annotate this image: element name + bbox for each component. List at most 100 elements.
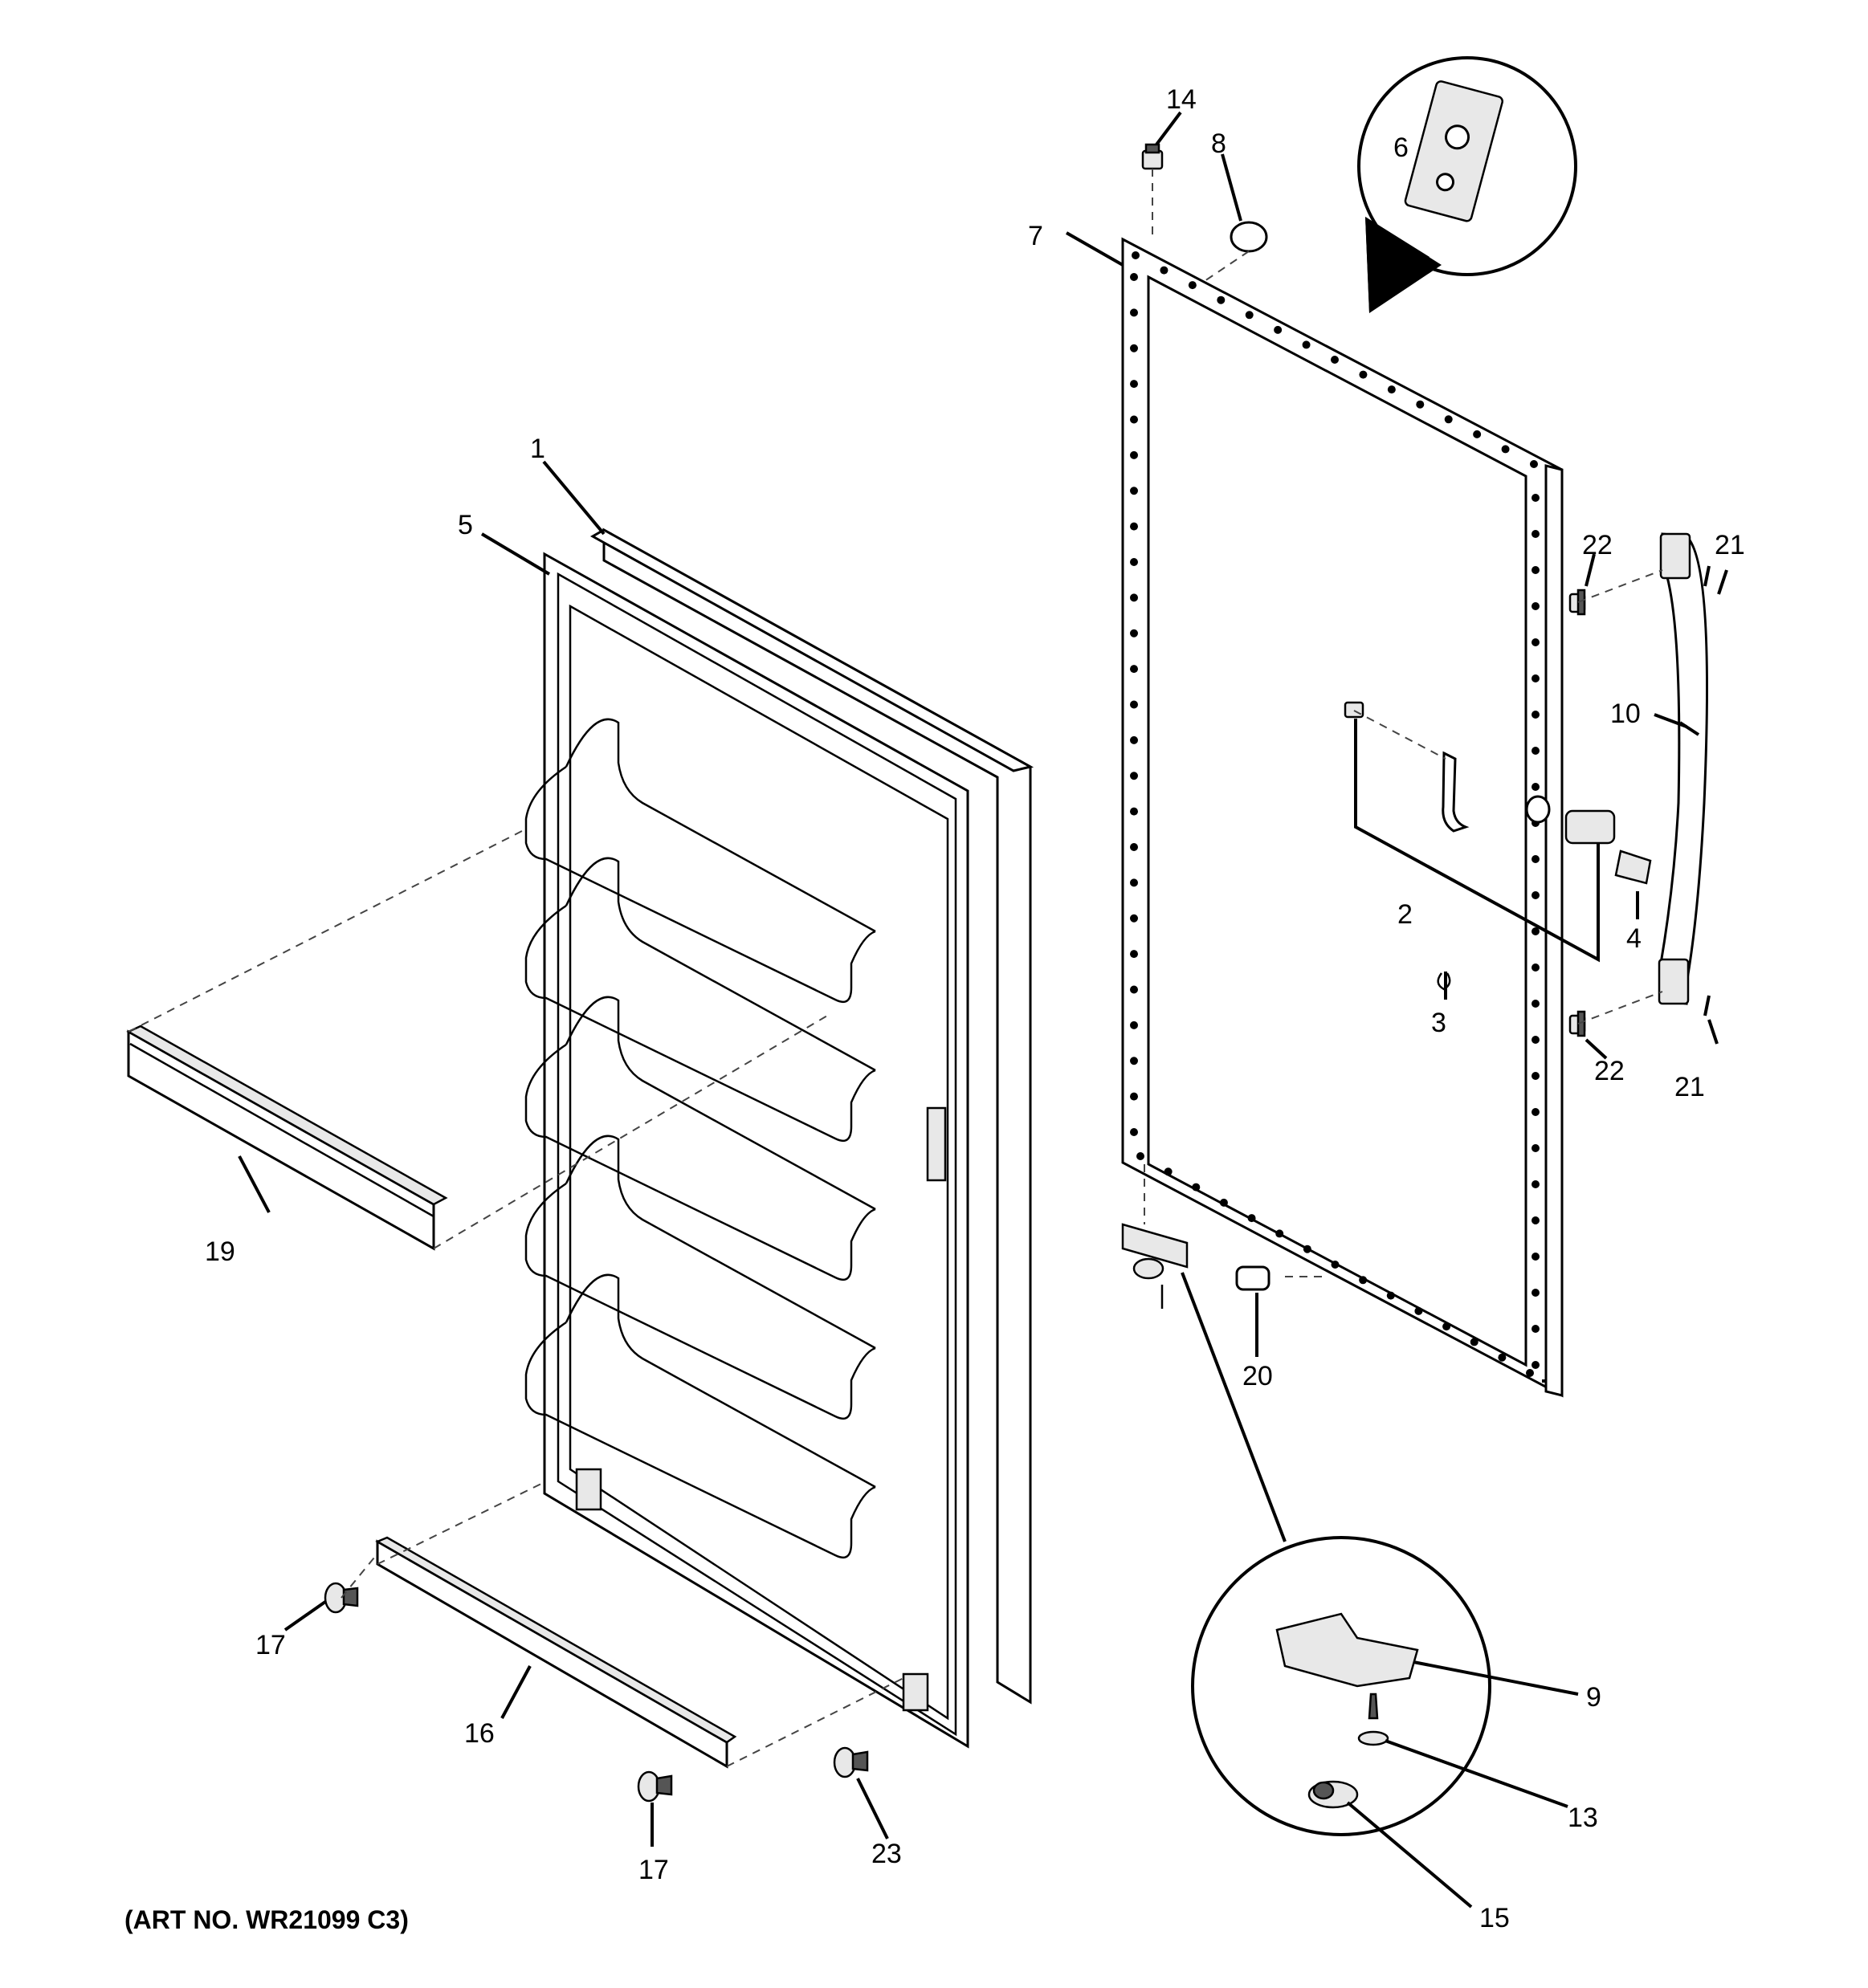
gasket-hole bbox=[1532, 494, 1540, 502]
hinge-bracket-assembly bbox=[1121, 1223, 1189, 1309]
callout-2: 2 bbox=[1397, 899, 1413, 930]
gasket-hole bbox=[1532, 783, 1540, 791]
gasket-hole bbox=[1532, 1072, 1540, 1080]
door-bin bbox=[524, 996, 876, 1281]
gasket-hole bbox=[1444, 415, 1453, 424]
gasket-hole bbox=[1188, 281, 1197, 290]
gasket-hole bbox=[1247, 1214, 1256, 1223]
gasket-hole bbox=[1130, 878, 1138, 887]
plug-button-8 bbox=[1230, 221, 1268, 253]
gasket-hole bbox=[1192, 1183, 1201, 1192]
gasket-hole bbox=[1532, 566, 1540, 574]
detail-circle-hinge-parts bbox=[1191, 1536, 1491, 1836]
gasket-hole bbox=[1331, 356, 1339, 364]
gasket-hole bbox=[1160, 266, 1169, 275]
bottom-rail bbox=[375, 1536, 737, 1769]
gasket-hole bbox=[1532, 1253, 1540, 1261]
door-bin bbox=[524, 718, 876, 1004]
gasket-hole bbox=[1532, 747, 1540, 755]
gasket-hole bbox=[1130, 985, 1138, 994]
door-handle bbox=[1658, 532, 1709, 1005]
door-gasket bbox=[589, 528, 1034, 1705]
gasket-hole bbox=[1130, 344, 1138, 352]
hardware-screw-14 bbox=[1141, 143, 1164, 170]
hinge-bracket-9 bbox=[1275, 1612, 1419, 1688]
lock-assembly bbox=[1344, 701, 1652, 991]
shelf-pin-23 bbox=[833, 1746, 869, 1778]
screw-21-bottom bbox=[1703, 995, 1711, 1016]
shelf-pin-17-left bbox=[324, 1582, 359, 1614]
plug-button-20 bbox=[1235, 1265, 1270, 1291]
callout-4: 4 bbox=[1626, 923, 1642, 954]
callout-1: 1 bbox=[530, 434, 545, 464]
door-gasket-holes bbox=[1130, 251, 1540, 1377]
gasket-hole bbox=[1532, 1325, 1540, 1333]
shelf-pin-17-bottom bbox=[637, 1770, 673, 1803]
gasket-hole bbox=[1130, 522, 1138, 531]
alignment-dashes bbox=[128, 169, 1663, 1767]
gasket-hole bbox=[1532, 1180, 1540, 1188]
inner-door-liner bbox=[524, 552, 969, 1749]
gasket-hole bbox=[1130, 450, 1138, 459]
gasket-hole bbox=[1526, 1369, 1534, 1377]
gasket-hole bbox=[1532, 674, 1540, 682]
gasket-hole bbox=[1386, 1291, 1395, 1300]
gasket-hole bbox=[1130, 1020, 1138, 1029]
gasket-hole bbox=[1130, 415, 1138, 424]
gasket-hole bbox=[1130, 629, 1138, 638]
gasket-hole bbox=[1130, 1057, 1138, 1065]
callout-19: 19 bbox=[205, 1236, 235, 1267]
gasket-hole bbox=[1532, 1036, 1540, 1044]
gasket-hole bbox=[1130, 593, 1138, 602]
gasket-hole bbox=[1532, 638, 1540, 646]
gasket-hole bbox=[1136, 1152, 1144, 1160]
callout-5: 5 bbox=[458, 510, 473, 540]
gasket-hole bbox=[1217, 295, 1226, 304]
gasket-hole bbox=[1532, 1144, 1540, 1152]
gasket-hole bbox=[1130, 700, 1138, 709]
gasket-hole bbox=[1532, 855, 1540, 863]
gasket-hole bbox=[1532, 1289, 1540, 1297]
gasket-hole bbox=[1274, 325, 1283, 334]
gasket-hole bbox=[1532, 963, 1540, 972]
gasket-hole bbox=[1130, 487, 1138, 495]
gasket-hole bbox=[1532, 1216, 1540, 1224]
shelf-rail bbox=[126, 1025, 448, 1251]
callout-labels: 1 5 7 14 8 6 22 21 10 2 4 3 22 21 20 19 … bbox=[124, 84, 1745, 1934]
detail-circle-part-6 bbox=[1357, 56, 1577, 313]
leader-lines bbox=[238, 111, 1728, 1909]
callout-22-bottom: 22 bbox=[1594, 1056, 1625, 1086]
outer-door-panel bbox=[1121, 237, 1564, 1398]
callout-20: 20 bbox=[1242, 1361, 1273, 1391]
callout-13: 13 bbox=[1568, 1803, 1598, 1833]
gasket-hole bbox=[1275, 1229, 1284, 1238]
gasket-hole bbox=[1130, 308, 1138, 317]
liner-bottom-clip-left bbox=[575, 1468, 602, 1511]
hinge-cam-15 bbox=[1307, 1780, 1359, 1809]
gasket-hole bbox=[1359, 1276, 1368, 1285]
screw-21-top bbox=[1703, 565, 1711, 587]
gasket-hole bbox=[1416, 400, 1425, 409]
liner-bottom-clip-right bbox=[902, 1672, 929, 1712]
door-bins bbox=[524, 718, 876, 1559]
hinge-pin-22-top bbox=[1568, 589, 1586, 616]
gasket-hole bbox=[1532, 1000, 1540, 1008]
hinge-screw-13 bbox=[1357, 1693, 1389, 1746]
door-bin bbox=[524, 1135, 876, 1420]
gasket-hole bbox=[1302, 340, 1311, 349]
gasket-hole bbox=[1164, 1167, 1173, 1176]
gasket-hole bbox=[1530, 460, 1538, 468]
callout-15: 15 bbox=[1479, 1903, 1510, 1933]
gasket-hole bbox=[1532, 530, 1540, 538]
hinge-pin-22-bottom bbox=[1568, 1010, 1586, 1037]
gasket-hole bbox=[1331, 1261, 1340, 1269]
callout-17-bottom: 17 bbox=[638, 1855, 669, 1885]
gasket-hole bbox=[1130, 380, 1138, 389]
gasket-hole bbox=[1130, 735, 1138, 744]
gasket-hole bbox=[1245, 311, 1254, 320]
callout-22-top: 22 bbox=[1582, 530, 1613, 560]
gasket-hole bbox=[1498, 1353, 1507, 1362]
gasket-hole bbox=[1470, 1338, 1478, 1346]
gasket-hole bbox=[1414, 1306, 1423, 1315]
callout-21-bottom: 21 bbox=[1674, 1072, 1705, 1102]
